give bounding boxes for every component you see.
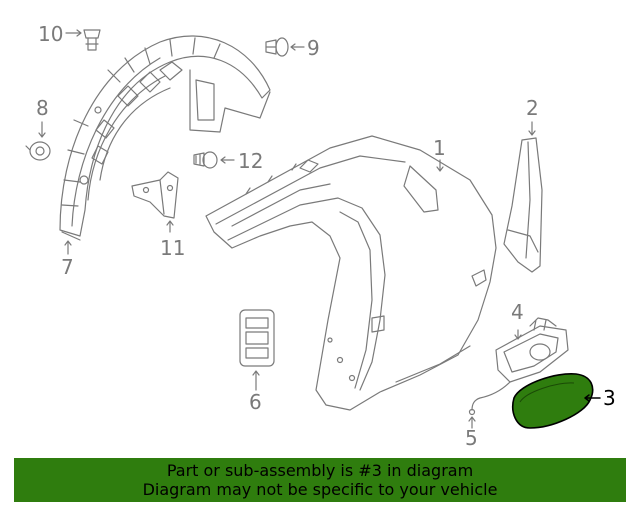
trim-strip-part-2 bbox=[503, 137, 543, 273]
info-banner: Part or sub-assembly is #3 in diagram Di… bbox=[14, 458, 626, 502]
reflector-part-6 bbox=[239, 309, 275, 367]
callout-2: 2 bbox=[526, 96, 539, 120]
callout-4: 4 bbox=[511, 300, 524, 324]
cable-part-5 bbox=[468, 381, 511, 416]
callout-3: 3 bbox=[603, 386, 616, 410]
parts-diagram bbox=[25, 29, 601, 429]
callout-10: 10 bbox=[38, 22, 64, 46]
bracket-part-11 bbox=[131, 171, 179, 219]
callout-11: 11 bbox=[160, 236, 186, 260]
callout-6: 6 bbox=[249, 390, 262, 414]
callout-9: 9 bbox=[307, 36, 320, 60]
callout-12: 12 bbox=[238, 149, 264, 173]
fuel-door-housing-part-4 bbox=[495, 317, 569, 383]
clip-part-10 bbox=[83, 29, 101, 51]
grommet-part-8 bbox=[25, 141, 51, 161]
fuel-door-part-3-highlighted bbox=[512, 373, 601, 429]
leader-lines bbox=[38, 29, 536, 429]
banner-line-1: Part or sub-assembly is #3 in diagram bbox=[166, 461, 474, 480]
callout-5: 5 bbox=[465, 426, 478, 450]
banner-line-2: Diagram may not be specific to your vehi… bbox=[142, 480, 498, 499]
quarter-panel-part-1 bbox=[205, 135, 497, 411]
callout-1: 1 bbox=[433, 136, 446, 160]
callout-7: 7 bbox=[61, 255, 74, 279]
bolt-part-12 bbox=[193, 151, 218, 169]
push-pin-part-9 bbox=[265, 37, 289, 57]
callout-8: 8 bbox=[36, 96, 49, 120]
wheel-well-liner-part bbox=[59, 35, 271, 241]
